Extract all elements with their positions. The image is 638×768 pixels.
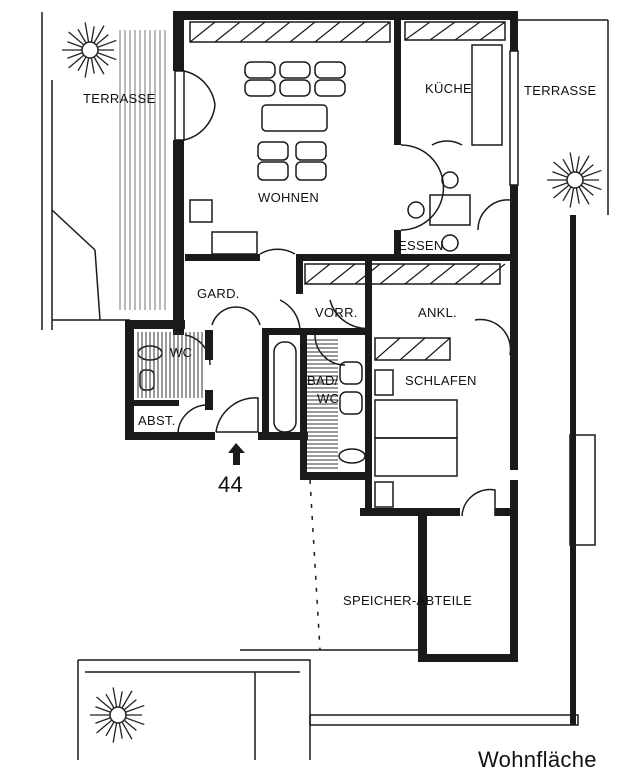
room-label-terrasse-right: TERRASSE — [524, 83, 597, 98]
room-label-wc: WC — [170, 345, 192, 360]
tree-icons — [62, 22, 602, 743]
room-label-bad: BAD/ — [307, 373, 339, 388]
site-lines — [77, 19, 609, 760]
walls — [125, 11, 518, 662]
terrace-left-hatch — [41, 12, 166, 330]
unit-number: 44 — [218, 472, 243, 497]
tree-icon — [62, 22, 117, 78]
room-label-bad-wc: WC — [317, 391, 339, 406]
room-label-schlafen: SCHLAFEN — [405, 373, 477, 388]
room-label-kueche: KÜCHE — [425, 81, 472, 96]
tree-icon — [547, 152, 602, 208]
room-label-abst: ABST. — [138, 413, 176, 428]
room-label-vorr: VORR. — [315, 305, 358, 320]
windows — [174, 21, 596, 546]
room-label-wohnen: WOHNEN — [258, 190, 319, 205]
tree-icon — [90, 687, 145, 743]
room-label-essen: ESSEN — [398, 238, 444, 253]
living-area-label: Wohnfläche — [478, 747, 597, 768]
entry-arrow-icon — [228, 443, 245, 465]
room-label-ankl: ANKL. — [418, 305, 457, 320]
furniture — [137, 44, 503, 508]
room-label-speicher: SPEICHER-ABTEILE — [343, 593, 472, 608]
room-label-gard: GARD. — [197, 286, 240, 301]
room-label-terrasse-left: TERRASSE — [83, 91, 156, 106]
